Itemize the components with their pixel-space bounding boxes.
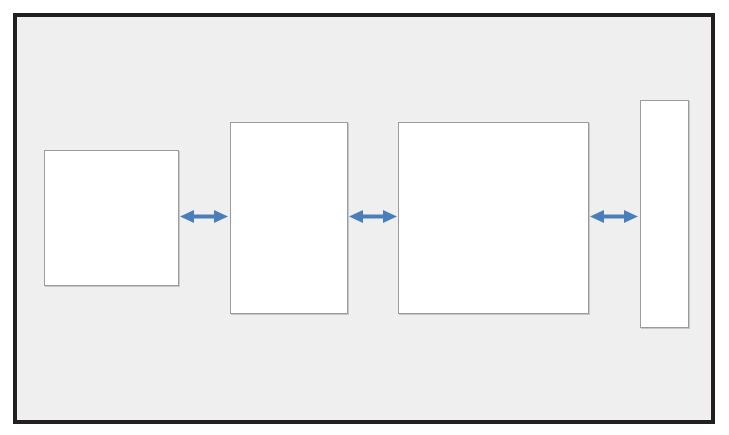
double-arrow-icon-2[interactable] <box>349 209 397 224</box>
diagram-node-2[interactable] <box>230 122 348 314</box>
diagram-node-4[interactable] <box>640 100 689 328</box>
double-arrow-icon-1[interactable] <box>180 209 228 224</box>
double-arrow-icon-3[interactable] <box>590 209 638 224</box>
diagram-node-1[interactable] <box>44 150 179 286</box>
diagram-node-3[interactable] <box>398 122 589 314</box>
